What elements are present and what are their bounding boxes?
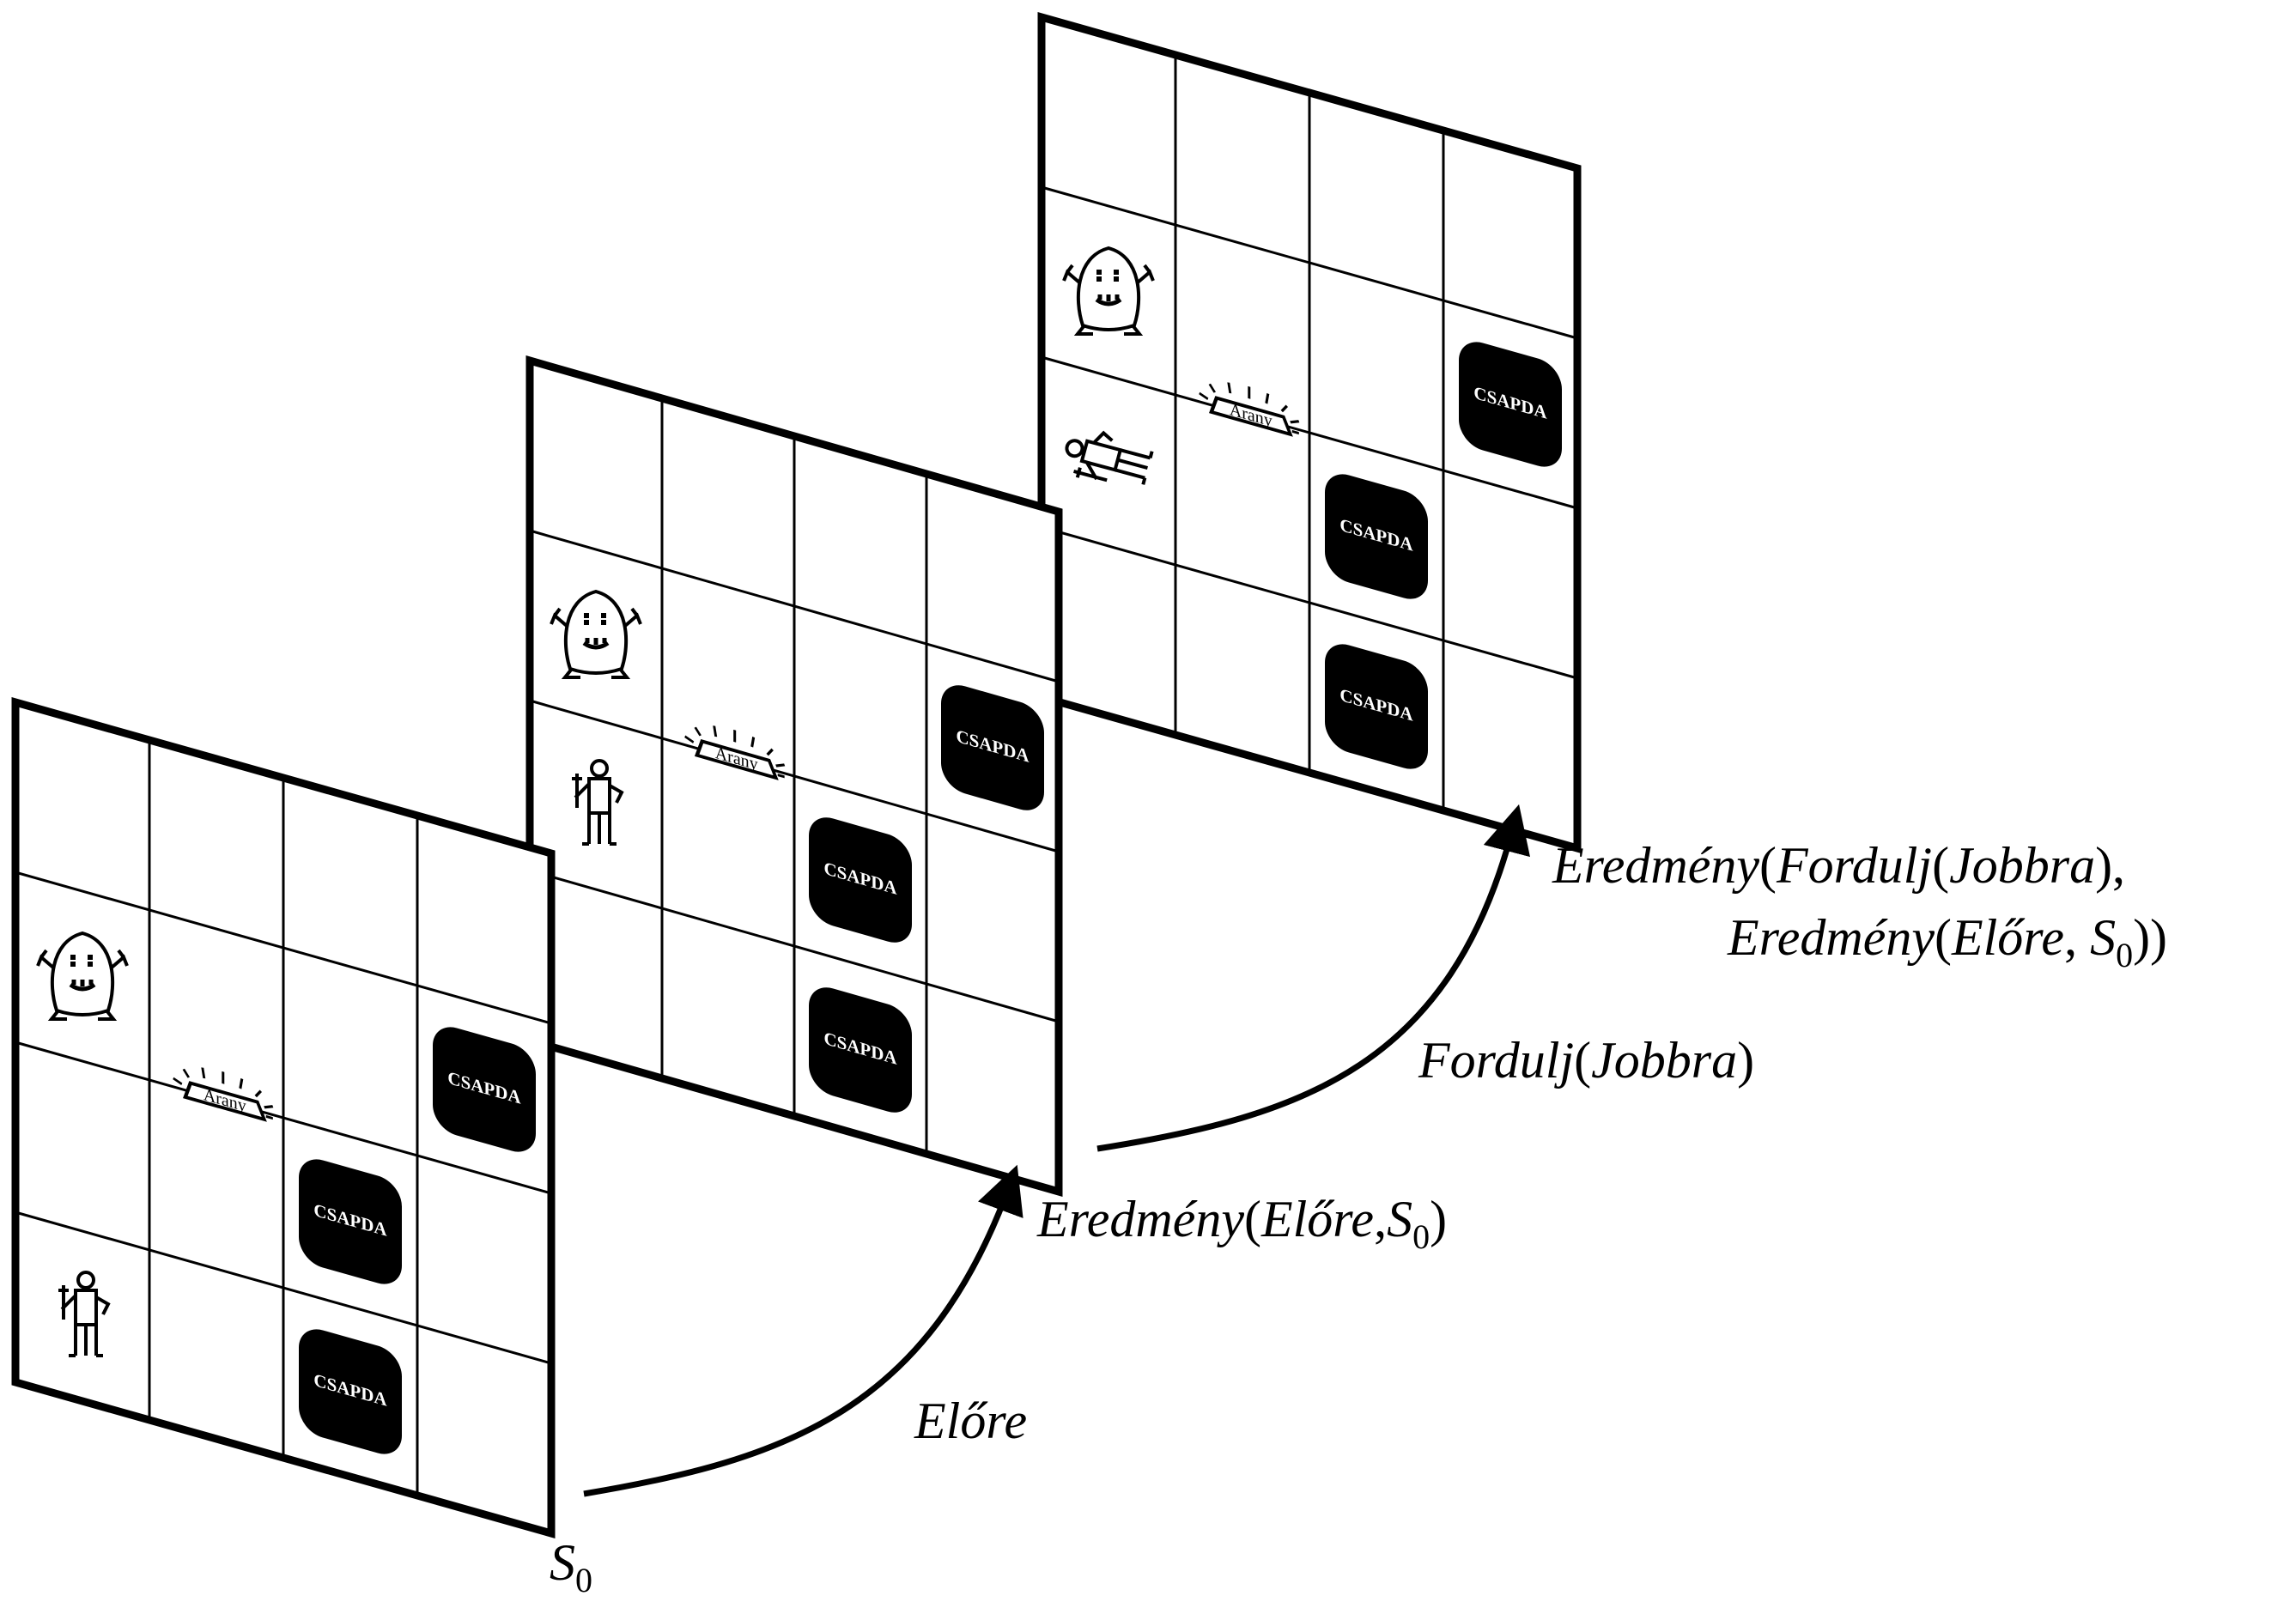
- trap: CSAPDA: [299, 1329, 402, 1454]
- state-label-result-turn-line1: Eredmény(Fordulj(Jobbra),: [1552, 837, 2125, 894]
- wumpus-icon: [550, 589, 642, 679]
- arrow-turn-right-action: [1096, 804, 1531, 1152]
- trap: CSAPDA: [1459, 342, 1562, 467]
- grid-line: [15, 1211, 552, 1365]
- grid-line: [1041, 525, 1578, 680]
- trap: CSAPDA: [809, 987, 912, 1113]
- grid-line: [529, 869, 1060, 1023]
- grid-line: [1041, 355, 1578, 510]
- grid-line: [15, 1041, 552, 1195]
- trap: CSAPDA: [433, 1027, 536, 1152]
- trap: CSAPDA: [299, 1159, 402, 1284]
- wumpus-icon: [36, 931, 129, 1021]
- agent-icon: [1065, 430, 1154, 485]
- action-label-forward: Előre: [914, 1393, 1027, 1449]
- wumpus-icon: [1062, 246, 1155, 336]
- state-label-s0: S0: [550, 1534, 592, 1599]
- grid-line: [529, 699, 1060, 853]
- action-label-turn-right: Fordulj(Jobbra): [1418, 1032, 1754, 1089]
- trap: CSAPDA: [809, 817, 912, 943]
- arrow-forward-action: [583, 1164, 1023, 1497]
- trap: CSAPDA: [1325, 474, 1428, 599]
- agent-icon: [58, 1271, 111, 1357]
- agent-icon: [572, 759, 624, 846]
- trap: CSAPDA: [941, 685, 1044, 810]
- state-label-result-turn-line2: Eredmény(Előre, S0)): [1727, 909, 2167, 974]
- state-label-result-forward: Eredmény(Előre,S0): [1036, 1191, 1447, 1256]
- trap: CSAPDA: [1325, 644, 1428, 769]
